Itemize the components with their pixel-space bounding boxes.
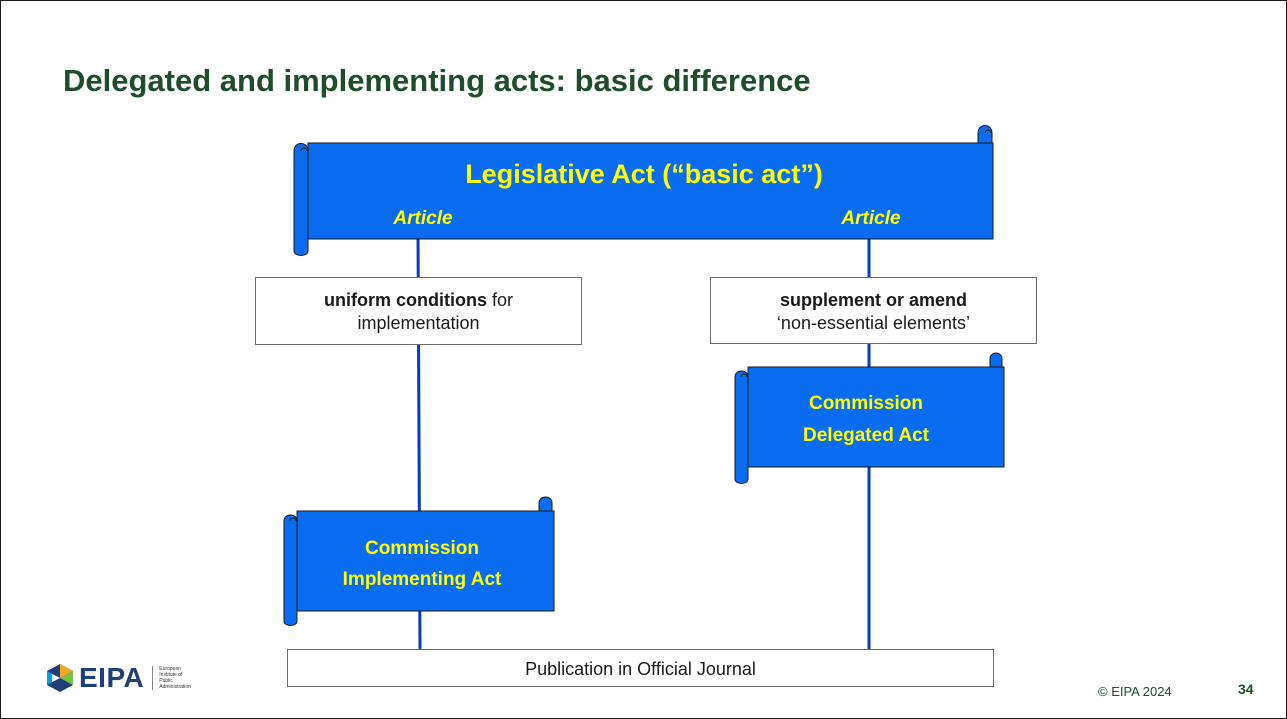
- eipa-logo-word: EIPA: [79, 662, 145, 693]
- logo-sub-line: European: [159, 666, 181, 672]
- implementing-act-line2: Implementing Act: [343, 569, 502, 590]
- logo-sub-line: Public: [159, 678, 173, 684]
- logo-subtitle: European Institute of Public Administrat…: [159, 666, 191, 690]
- publication-box: Publication in Official Journal: [287, 649, 994, 687]
- logo-sub-line: Institute of: [159, 672, 183, 678]
- legislative-act-scroll: Legislative Act (“basic act”) Article Ar…: [293, 125, 994, 256]
- uniform-conditions-box: uniform conditions for implementation: [255, 277, 582, 345]
- supplement-amend-box: supplement or amend ‘non-essential eleme…: [710, 277, 1037, 344]
- uniform-conditions-line1: uniform conditions for: [256, 289, 581, 312]
- publication-label: Publication in Official Journal: [525, 659, 756, 679]
- implementing-act-line1: Commission: [365, 538, 479, 559]
- article-right-label: Article: [840, 208, 901, 229]
- copyright: © EIPA 2024: [1098, 684, 1172, 699]
- slide-title: Delegated and implementing acts: basic d…: [63, 63, 811, 98]
- article-left-label: Article: [392, 208, 453, 229]
- uniform-conditions-rest: for: [486, 290, 513, 310]
- delegated-act-scroll: Commission Delegated Act: [734, 352, 1005, 484]
- page-number: 34: [1238, 681, 1254, 697]
- delegated-act-line2: Delegated Act: [803, 425, 930, 446]
- implementing-act-scroll: Commission Implementing Act: [283, 496, 555, 626]
- uniform-conditions-line2: implementation: [357, 313, 480, 333]
- delegated-act-line1: Commission: [809, 393, 923, 414]
- logo-separator: [152, 666, 154, 690]
- eipa-logo: EIPA European Institute of Public Admini…: [45, 661, 191, 695]
- eipa-logo-mark-icon: [47, 664, 73, 692]
- uniform-conditions-bold: uniform conditions: [324, 290, 487, 310]
- logo-sub-line: Administration: [159, 684, 191, 690]
- supplement-amend-bold: supplement or amend: [779, 290, 968, 310]
- legislative-act-title: Legislative Act (“basic act”): [465, 159, 823, 189]
- supplement-amend-line2: ‘non-essential elements’: [776, 313, 971, 333]
